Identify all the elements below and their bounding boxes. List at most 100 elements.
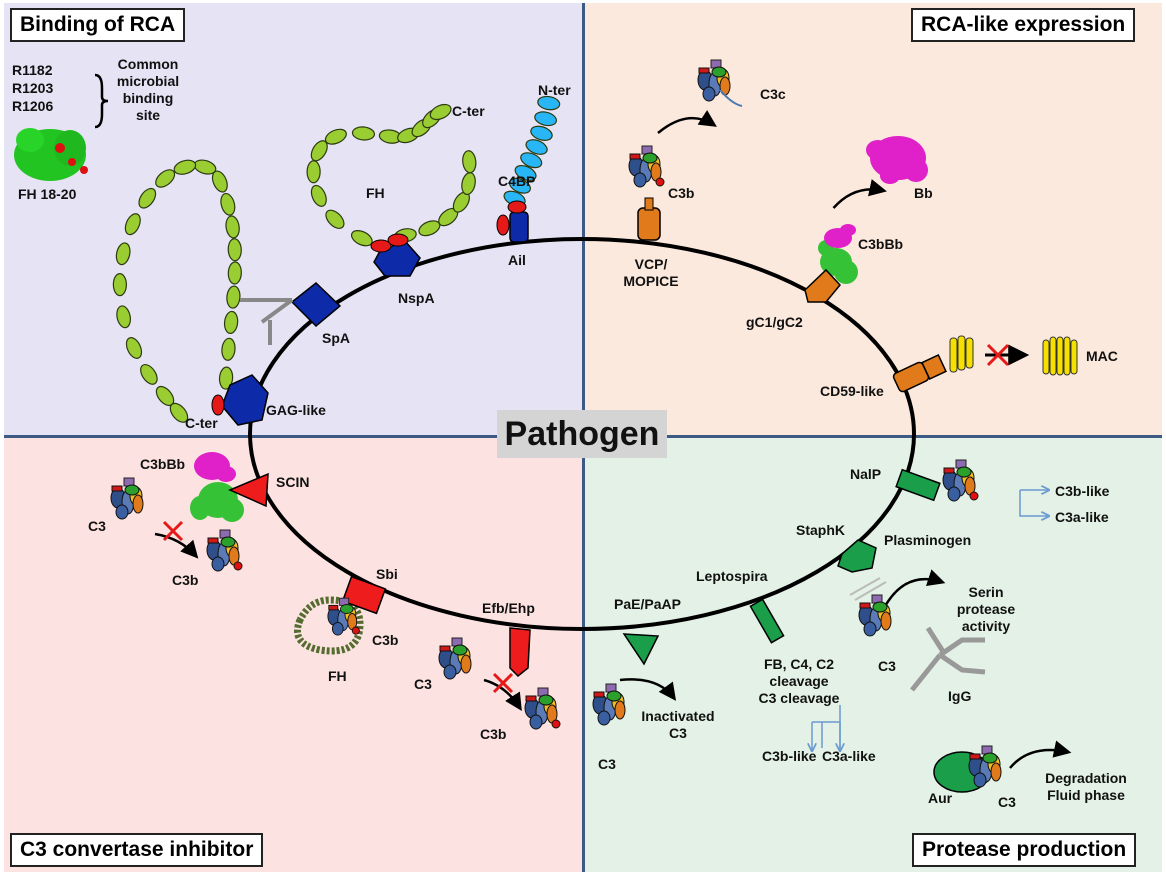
ail-label: Ail [508, 252, 526, 268]
c-ter-top-label: C-ter [452, 103, 485, 119]
bead [220, 192, 236, 216]
mac-small [949, 335, 974, 373]
panel-binding-of-rca [4, 3, 584, 437]
bead [310, 140, 328, 162]
fh-label: FH [366, 185, 385, 201]
c3b-sbi-label: C3b [372, 632, 399, 648]
bead [138, 187, 157, 209]
bead [514, 164, 537, 182]
gc1-gc2-protein [804, 268, 841, 303]
panel-title-protease-production: Protease production [912, 833, 1137, 867]
pae-paap-label: PaE/PaAP [614, 596, 681, 612]
bead [140, 364, 158, 385]
panel-title-rca-like-expression: RCA-like expression [911, 8, 1136, 42]
cd59-like-label: CD59-like [820, 383, 884, 399]
bead [325, 209, 345, 229]
c3-plasmin-label: C3 [878, 658, 896, 674]
nspa-label: NspA [398, 290, 435, 306]
bead [534, 111, 558, 127]
fhChainTop-beads [306, 103, 477, 247]
panel-protease-production [584, 437, 1162, 872]
residue-label: R1203 [12, 80, 54, 96]
vcp-mopice-label: VCP/MOPICE [623, 256, 679, 289]
c3b-label: C3b [668, 185, 695, 201]
bead [429, 103, 452, 121]
igg-protease [910, 626, 986, 692]
sbi-label: Sbi [376, 566, 398, 582]
bead [351, 126, 376, 141]
c3bbb-left-label: C3bBb [140, 456, 186, 472]
bead [225, 215, 240, 239]
ail-protein [509, 211, 529, 243]
bb-label: Bb [914, 185, 933, 201]
mac-label: MAC [1086, 348, 1118, 364]
fh-domain-structure [14, 128, 88, 181]
c3b-like-top-label: C3b-like [1055, 483, 1110, 499]
scin-protein [228, 472, 269, 508]
bead [537, 95, 561, 111]
bead [227, 261, 242, 285]
sbi-protein [341, 575, 387, 615]
pathogen-label: Pathogen [497, 410, 667, 458]
panel-title-binding-of-rca: Binding of RCA [10, 8, 186, 42]
bead [116, 305, 131, 329]
c3b-bottom-label: C3b [480, 726, 507, 742]
bead [173, 159, 197, 175]
bead [125, 337, 143, 359]
c3b-left-label: C3b [172, 572, 199, 588]
bead [223, 310, 239, 334]
c-ter-bottom-label: C-ter [185, 415, 218, 431]
bead [218, 366, 234, 390]
bead [112, 272, 127, 297]
nalp-label: NalP [850, 466, 882, 482]
c3c-label: C3c [760, 86, 786, 102]
bead [525, 139, 548, 155]
gag-like-label: GAG-like [266, 402, 326, 418]
fhChainLeft-beads [112, 159, 242, 423]
bracket [94, 73, 109, 129]
nalp-protein [895, 468, 941, 502]
bead [508, 177, 531, 194]
igg-label: IgG [948, 688, 972, 704]
scin-label: SCIN [276, 474, 310, 490]
bead [530, 125, 553, 141]
panel-c3-convertase-inhibitor [4, 437, 584, 872]
fh-sbi-label: FH [328, 668, 347, 684]
spa-label: SpA [322, 330, 350, 346]
bead [155, 169, 176, 188]
c3-bottom-label: C3 [414, 676, 432, 692]
c4bpChain-beads [503, 95, 561, 207]
bead [310, 184, 327, 207]
n-ter-label: N-ter [538, 82, 571, 98]
c3bbb-label: C3bBb [858, 236, 904, 252]
leptospira-protein [749, 598, 785, 644]
pae-paap-protein [622, 633, 660, 666]
bead [324, 128, 347, 145]
panel-title-c3-convertase-inhibitor: C3 convertase inhibitor [10, 833, 264, 867]
vcp-protein [637, 207, 661, 241]
bead [520, 152, 543, 169]
staphk-label: StaphK [796, 522, 845, 538]
c3a-like-top-label: C3a-like [1055, 509, 1109, 525]
staphk-protein [837, 539, 877, 573]
c4bp-label: C4BP [498, 173, 536, 189]
bb-structure [866, 136, 928, 184]
pathogen-membrane [248, 237, 916, 631]
fh-domain-label: FH 18-20 [18, 186, 77, 202]
c3-aur-label: C3 [998, 794, 1016, 810]
bead [226, 285, 241, 309]
c3a-like-bottom-label: C3a-like [822, 748, 876, 764]
bead [115, 242, 131, 266]
aur-label: Aur [928, 790, 953, 806]
spa-protein [290, 282, 342, 328]
efb-ehp-protein [509, 627, 531, 678]
bead [169, 402, 189, 423]
efb-ehp-label: Efb/Ehp [482, 600, 535, 616]
c3b-like-bottom-label: C3b-like [762, 748, 817, 764]
